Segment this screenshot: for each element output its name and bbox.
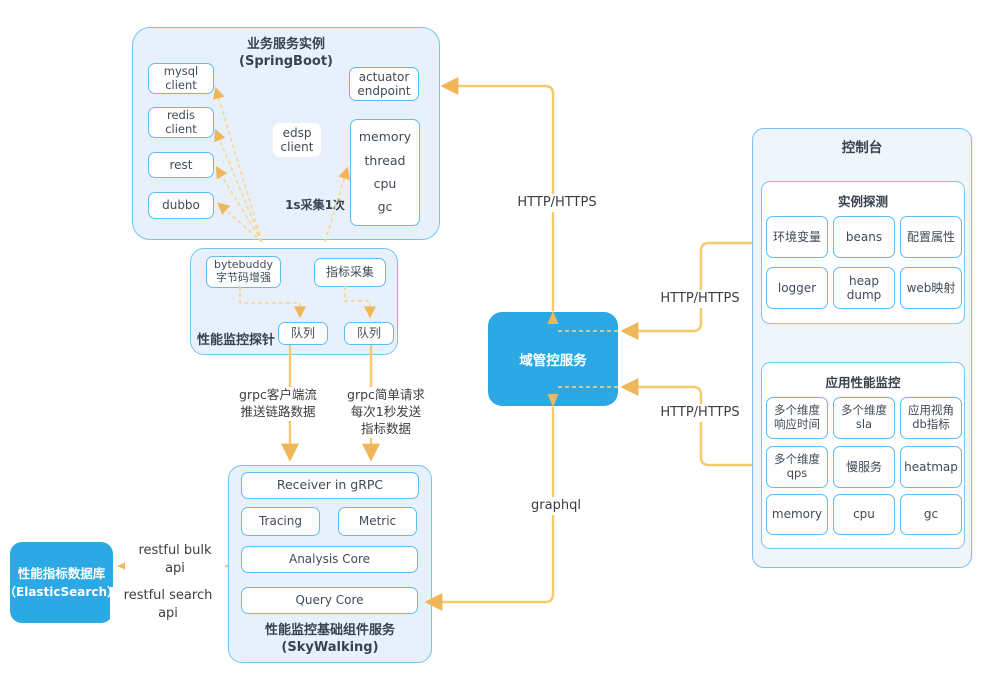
query-core-box: Query Core [241,587,418,614]
mysql-client-box: mysql client [148,63,214,94]
config-props-box: 配置属性 [900,216,962,258]
apm-title: 应用性能监控 [825,375,901,390]
elasticsearch-subtitle: （ElasticSearch） [4,584,119,599]
elasticsearch-title: 性能指标数据库 [17,565,106,581]
springboot-title-line1: 业务服务实例 [246,37,325,52]
arrow-console-to-domain-upper [620,241,752,340]
dubbo-box: dubbo [148,192,214,219]
sample-rate-note: 1s采集1次 [285,198,345,212]
edsp-client-box: edsp client [273,123,321,157]
sla-box: 多个维度 sla [833,397,895,439]
console-box: 控制台 实例探测 环境变量 beans 配置属性 logger heap dum… [752,128,972,568]
qps-box: 多个维度 qps [766,446,828,488]
tracing-box: Tracing [241,507,320,536]
springboot-instance-box: 业务服务实例 (SpringBoot) mysql client redis c… [132,27,440,240]
label-graphql: graphql [527,497,585,515]
label-http-console-upper: HTTP/HTTPS [654,290,746,308]
rest-box: rest [148,152,214,178]
metric-gc: gc [377,199,393,214]
redis-client-box: redis client [148,107,214,138]
label-grpc-stream: grpc客户端流 推送链路数据 [226,387,330,421]
label-http-top: HTTP/HTTPS [511,194,603,212]
cpu-box: cpu [833,494,895,535]
runtime-metrics-box: memory thread cpu gc [350,119,420,226]
domain-control-service-box: 域管控服务 [488,312,618,406]
console-title: 控制台 [841,140,883,156]
slow-service-box: 慢服务 [833,446,895,488]
label-restful-search: restful search api [110,587,226,623]
logger-box: logger [766,267,828,309]
probe-label: 性能监控探针 [197,333,276,348]
metric-thread: thread [364,152,406,168]
queue-box-1: 队列 [278,322,328,345]
queue-box-2: 队列 [344,322,394,345]
metric-memory: memory [358,129,412,145]
skywalking-title-line2: (SkyWalking) [281,639,379,655]
heap-dump-box: heap dump [833,267,895,309]
gc-box: gc [900,494,962,535]
metric-collector-box: 指标采集 [314,258,386,287]
env-vars-box: 环境变量 [766,216,828,258]
resp-time-box: 多个维度 响应时间 [766,397,828,439]
memory-box: memory [766,494,828,535]
heatmap-box: heatmap [900,446,962,488]
skywalking-title-line1: 性能监控基础组件服务 [264,623,395,638]
instance-detect-section: 实例探测 环境变量 beans 配置属性 logger heap dump we… [761,181,965,324]
springboot-title-line2: (SpringBoot) [239,53,333,69]
apm-section: 应用性能监控 多个维度 响应时间 多个维度 sla 应用视角 db指标 多个维度… [761,362,965,549]
metric-cpu: cpu [373,175,397,191]
beans-box: beans [833,216,895,258]
arrow-console-to-domain-lower [620,378,752,467]
skywalking-title: 性能监控基础组件服务 (SkyWalking) [229,623,431,657]
db-metrics-box: 应用视角 db指标 [900,397,962,439]
web-mapping-box: web映射 [900,267,962,309]
actuator-endpoint-box: actuator endpoint [349,67,419,101]
analysis-core-box: Analysis Core [241,546,418,573]
label-http-console-lower: HTTP/HTTPS [654,404,746,422]
metric-box: Metric [338,507,417,536]
label-restful-bulk: restful bulk api [125,542,225,578]
receiver-grpc-box: Receiver in gRPC [241,472,419,499]
probe-box: bytebuddy 字节码增强 指标采集 队列 队列 性能监控探针 [190,248,398,355]
springboot-title: 业务服务实例 (SpringBoot) [133,37,439,71]
elasticsearch-box: 性能指标数据库 （ElasticSearch） [4,542,119,623]
instance-detect-title: 实例探测 [837,194,888,209]
label-grpc-metrics: grpc简单请求 每次1秒发送 指标数据 [331,387,441,438]
bytebuddy-box: bytebuddy 字节码增强 [206,256,281,288]
skywalking-box: Receiver in gRPC Tracing Metric Analysis… [228,465,432,663]
